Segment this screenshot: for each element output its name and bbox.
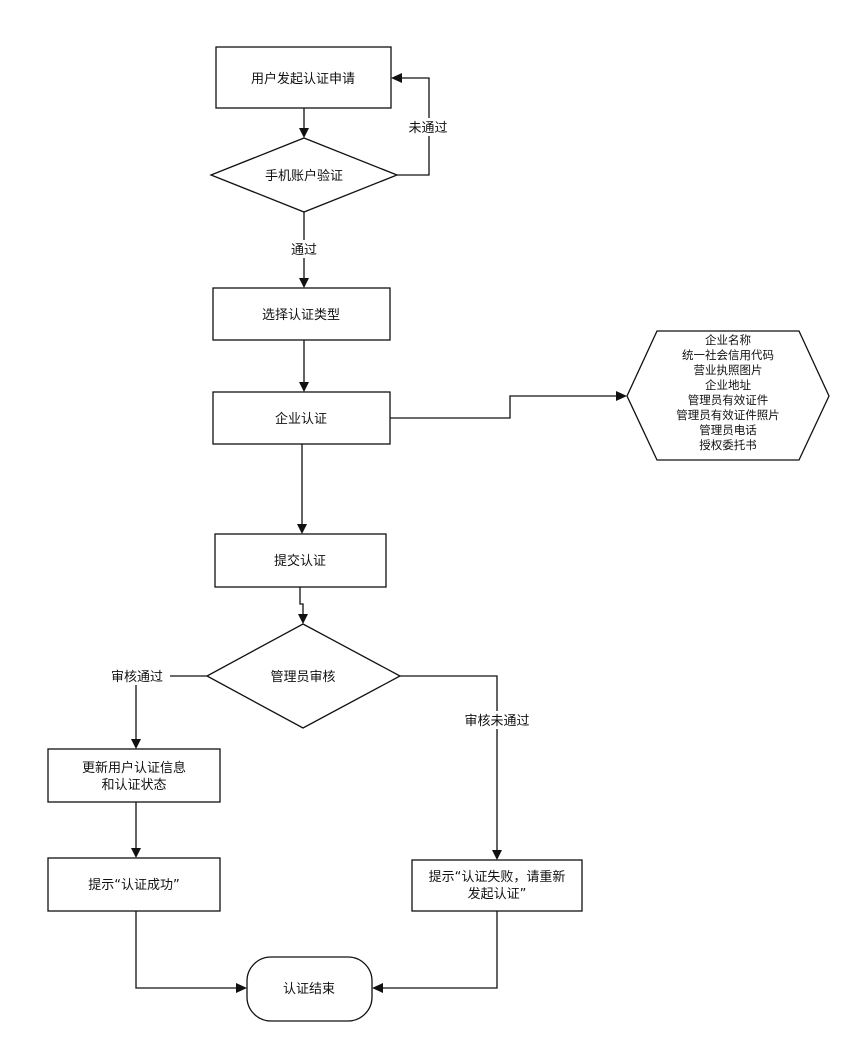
label-bg bbox=[284, 240, 324, 258]
arrowhead bbox=[236, 983, 247, 993]
arrowhead bbox=[297, 524, 307, 534]
node-admin-review-label: 管理员审核 bbox=[270, 670, 335, 685]
arrowhead bbox=[298, 614, 308, 624]
field-line: 管理员有效证件 bbox=[688, 393, 769, 407]
edge-submit-to-review bbox=[299, 587, 304, 616]
node-update-info-line: 更新用户认证信息 bbox=[82, 760, 186, 776]
node-fail-line: 发起认证” bbox=[468, 886, 527, 902]
node-end: 认证结束 bbox=[246, 956, 373, 1022]
arrowhead bbox=[616, 391, 627, 401]
node-admin-review: 管理员审核 bbox=[205, 623, 402, 729]
node-enterprise: 企业认证 bbox=[212, 391, 391, 445]
node-fail: 提示“认证失败，请重新 发起认证” bbox=[411, 859, 583, 912]
field-line: 管理员电话 bbox=[699, 423, 757, 437]
node-phone-verify-label: 手机账户验证 bbox=[265, 168, 343, 184]
edges bbox=[131, 73, 627, 993]
node-success-label: 提示“认证成功” bbox=[88, 877, 179, 893]
label-not-passed: 未通过 bbox=[408, 121, 447, 136]
node-choose-type-label: 选择认证类型 bbox=[262, 308, 340, 323]
field-line: 营业执照图片 bbox=[694, 363, 763, 377]
node-enterprise-fields: 企业名称 统一社会信用代码 营业执照图片 企业地址 管理员有效证件 管理员有效证… bbox=[626, 330, 830, 461]
edge-success-to-end bbox=[135, 911, 238, 989]
node-start: 用户发起认证申请 bbox=[215, 46, 392, 109]
field-line: 企业地址 bbox=[705, 378, 751, 392]
field-line: 统一社会信用代码 bbox=[682, 348, 774, 362]
label-bg bbox=[460, 711, 536, 729]
edge-labels: 未通过 通过 审核通过 审核未通过 bbox=[106, 118, 536, 729]
node-submit-label: 提交认证 bbox=[274, 553, 326, 569]
edge-fail-to-end bbox=[381, 911, 498, 989]
arrowhead bbox=[131, 739, 141, 749]
label-bg bbox=[106, 667, 170, 685]
node-enterprise-label: 企业认证 bbox=[275, 411, 327, 427]
arrowhead bbox=[299, 128, 309, 138]
edge-enterprise-to-fields bbox=[390, 395, 618, 419]
node-update-info: 更新用户认证信息 和认证状态 bbox=[47, 748, 221, 803]
edge-review-not-passed bbox=[400, 675, 498, 852]
label-passed: 通过 bbox=[291, 243, 317, 258]
arrowhead bbox=[492, 850, 502, 860]
arrowhead bbox=[299, 278, 309, 288]
arrowhead bbox=[391, 73, 402, 83]
node-success: 提示“认证成功” bbox=[47, 857, 221, 912]
label-bg bbox=[403, 118, 453, 136]
arrowhead bbox=[131, 848, 141, 858]
node-submit: 提交认证 bbox=[214, 533, 387, 588]
field-line: 管理员有效证件照片 bbox=[676, 408, 780, 422]
node-fail-line: 提示“认证失败，请重新 bbox=[429, 869, 566, 885]
label-review-passed: 审核通过 bbox=[111, 670, 163, 685]
node-end-label: 认证结束 bbox=[283, 982, 335, 997]
node-update-info-line: 和认证状态 bbox=[101, 778, 166, 793]
arrowhead bbox=[299, 382, 309, 392]
node-start-label: 用户发起认证申请 bbox=[251, 71, 355, 87]
arrowhead bbox=[372, 983, 383, 993]
label-review-not-passed: 审核未通过 bbox=[464, 714, 529, 729]
field-line: 授权委托书 bbox=[699, 438, 757, 452]
node-choose-type: 选择认证类型 bbox=[212, 287, 391, 341]
edge-review-passed bbox=[135, 675, 207, 741]
field-line: 企业名称 bbox=[705, 333, 751, 347]
node-phone-verify: 手机账户验证 bbox=[209, 137, 399, 213]
